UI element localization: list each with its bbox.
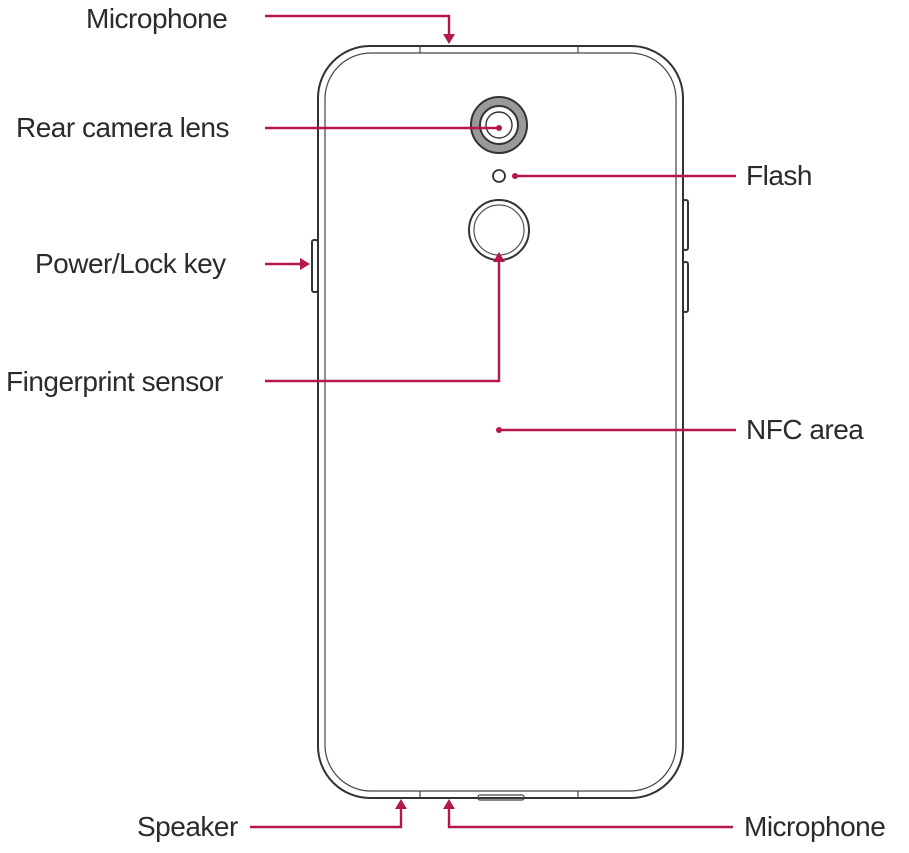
fingerprint-sensor-shape (468, 199, 530, 261)
leader-speaker (250, 805, 403, 829)
leader-speaker-arrow (395, 799, 407, 809)
power-lock-key-shape (311, 239, 319, 293)
label-speaker: Speaker (137, 811, 238, 842)
flash-shape (492, 169, 506, 183)
leader-microphone-top-arrow (443, 34, 455, 44)
leader-microphone-bottom (447, 805, 733, 829)
leader-power-lock-key-arrow (300, 258, 310, 270)
volume-keys (682, 199, 689, 313)
label-power-lock-key: Power/Lock key (35, 248, 226, 279)
leader-lines (250, 14, 736, 829)
leader-flash-dot (512, 173, 518, 179)
leader-fingerprint-sensor (265, 258, 501, 383)
leader-rear-camera-lens-dot (496, 125, 502, 131)
label-microphone-top: Microphone (86, 3, 228, 34)
phone-body (317, 45, 684, 801)
leader-nfc-area-dot (496, 427, 502, 433)
leader-microphone-bottom-arrow (443, 799, 455, 809)
label-fingerprint-sensor: Fingerprint sensor (6, 366, 223, 397)
label-nfc-area: NFC area (746, 414, 864, 445)
label-flash: Flash (746, 160, 812, 191)
label-rear-camera-lens: Rear camera lens (16, 112, 229, 143)
label-microphone-bottom: Microphone (744, 811, 886, 842)
leader-fingerprint-sensor-arrow (493, 252, 505, 262)
leader-microphone-top (265, 14, 451, 38)
